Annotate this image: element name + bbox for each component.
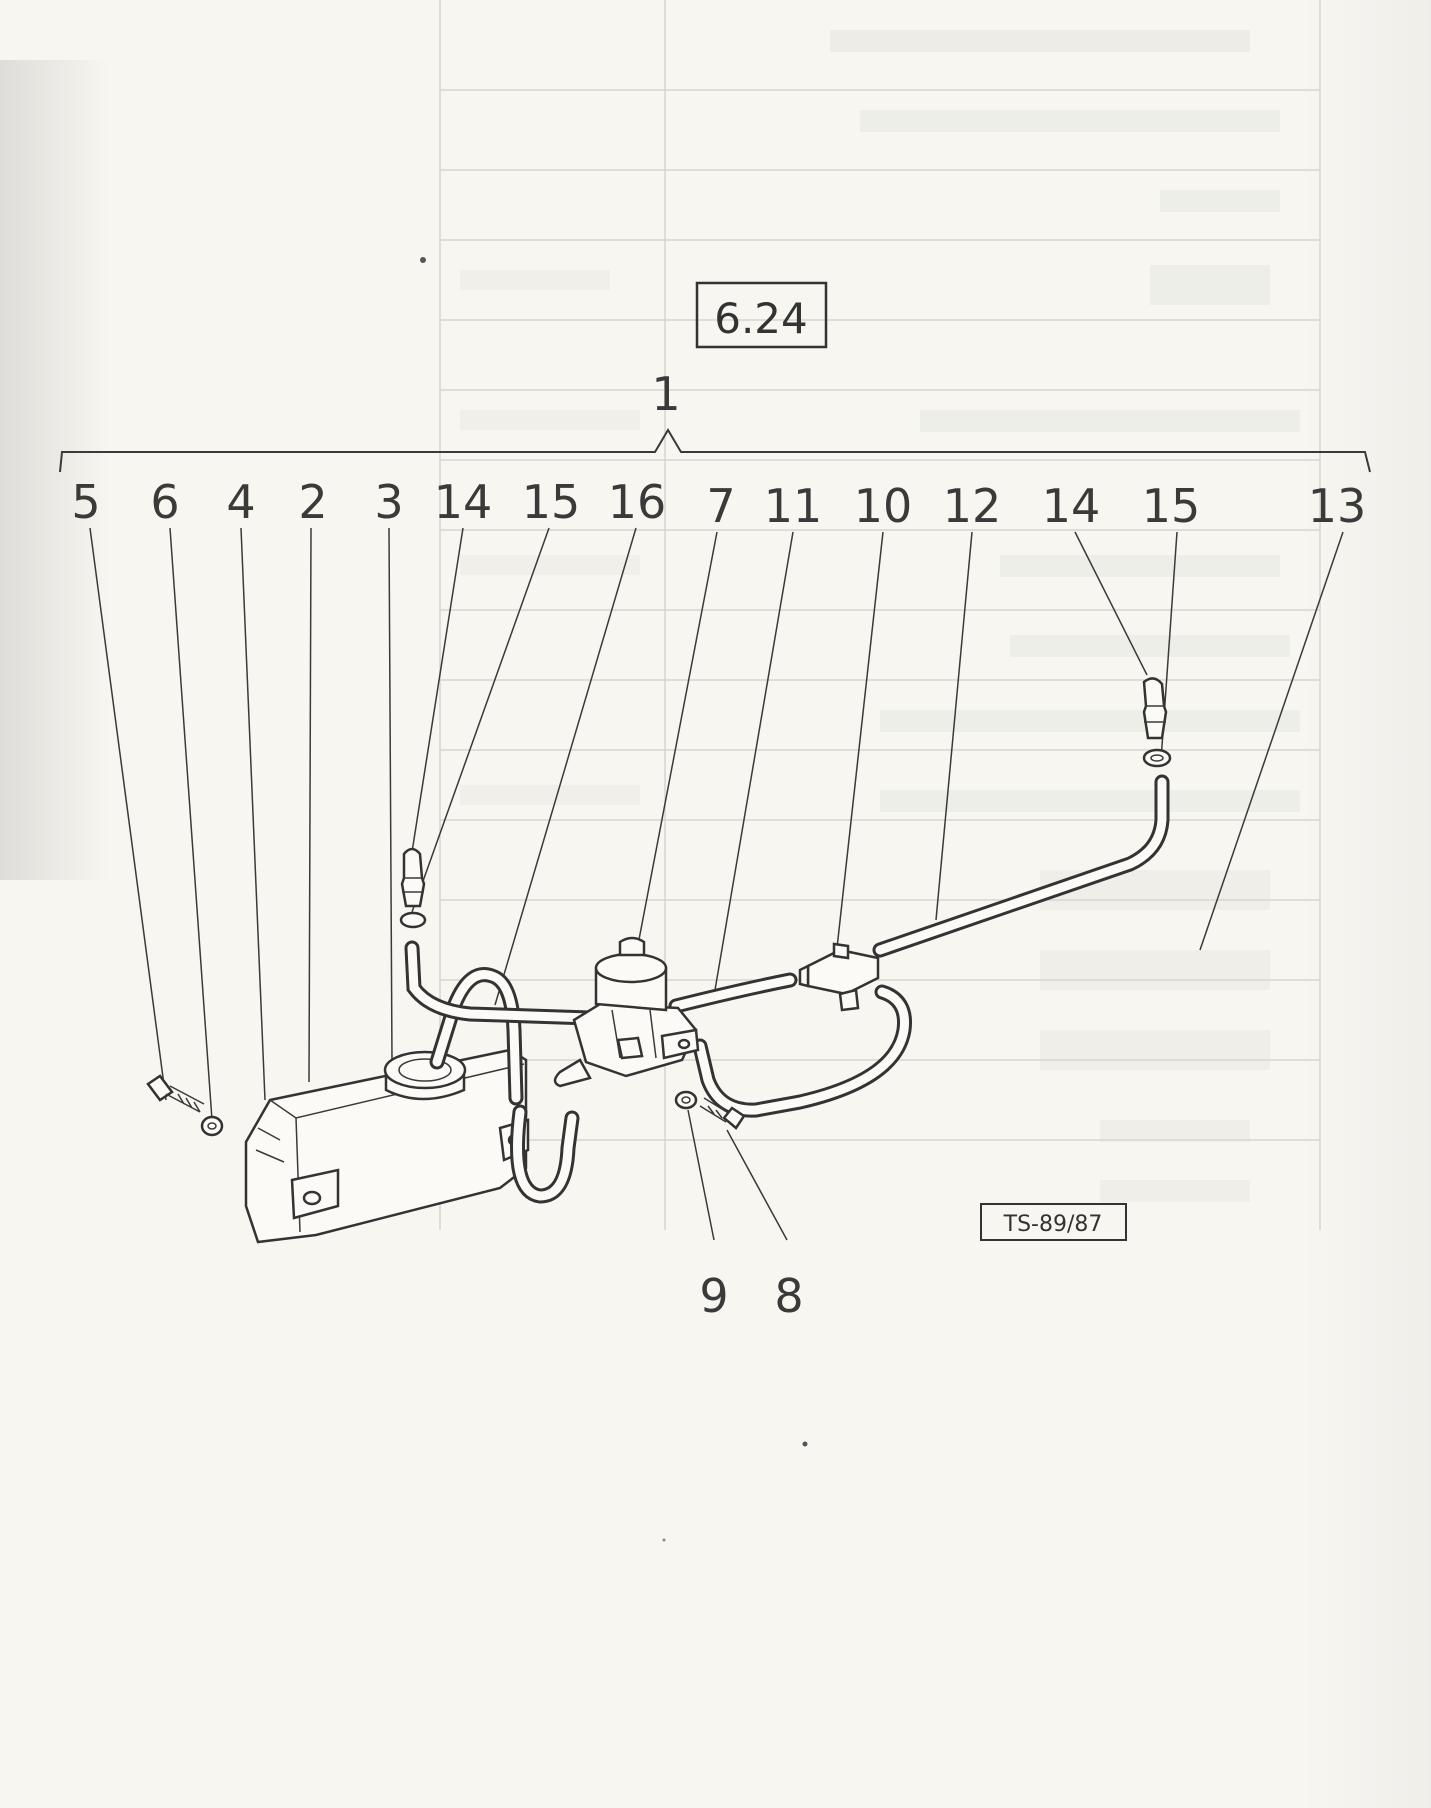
callout-11: 11 xyxy=(764,479,823,533)
callout-14b: 14 xyxy=(1042,479,1101,533)
scan-shadow xyxy=(0,60,110,880)
callout-10: 10 xyxy=(854,479,913,533)
pump-screw xyxy=(699,1097,746,1130)
drawing-reference-box: TS-89/87 xyxy=(980,1203,1127,1241)
callout-2: 2 xyxy=(298,475,327,529)
scan-edge xyxy=(1300,0,1431,1808)
figure-number: 6.24 xyxy=(714,294,808,343)
mounting-washer xyxy=(200,1115,224,1137)
reservoir-cap xyxy=(383,1050,467,1101)
washer-reservoir xyxy=(244,1048,530,1244)
callout-16: 16 xyxy=(608,475,667,529)
callout-9: 9 xyxy=(699,1269,728,1323)
top-callouts: 5 6 4 2 3 14 15 16 7 11 10 12 14 15 13 xyxy=(71,475,1366,533)
assembly-label: 1 xyxy=(651,367,680,421)
right-nozzle-washer xyxy=(1142,748,1172,768)
scan-specks xyxy=(420,257,808,1542)
left-spray-nozzle xyxy=(400,847,426,908)
drawing-reference: TS-89/87 xyxy=(1003,1212,1103,1237)
pump-washer xyxy=(674,1090,698,1110)
bottom-callouts: 9 8 xyxy=(699,1269,803,1323)
tee-connector xyxy=(798,942,880,1012)
callout-5: 5 xyxy=(71,475,100,529)
callout-15b: 15 xyxy=(1142,479,1201,533)
left-nozzle-washer xyxy=(399,911,427,929)
assembly-bracket: 1 xyxy=(59,367,1371,473)
show-through-table xyxy=(439,0,1321,1230)
figure-number-box: 6.24 xyxy=(695,281,828,349)
callout-12: 12 xyxy=(943,479,1002,533)
washer-pump xyxy=(553,936,700,1088)
callout-13: 13 xyxy=(1308,479,1367,533)
callout-3: 3 xyxy=(374,475,403,529)
mounting-screw xyxy=(146,1074,205,1113)
callout-8: 8 xyxy=(774,1269,803,1323)
callout-14a: 14 xyxy=(434,475,493,529)
callout-7: 7 xyxy=(706,479,735,533)
right-spray-nozzle xyxy=(1142,677,1168,740)
callout-15a: 15 xyxy=(522,475,581,529)
hoses xyxy=(404,774,1170,1204)
leader-lines xyxy=(89,527,1344,1241)
callout-4: 4 xyxy=(226,475,255,529)
callout-6: 6 xyxy=(150,475,179,529)
